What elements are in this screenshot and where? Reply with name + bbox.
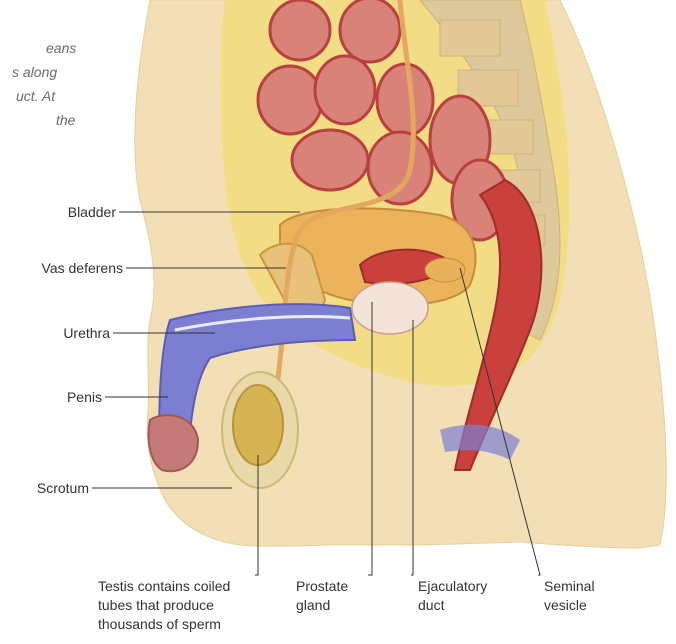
testis (233, 385, 283, 465)
intro-text: eans s along uct. At the (0, 36, 90, 132)
label-line: vesicle (544, 596, 595, 615)
label-line: Testis contains coiled (98, 577, 230, 596)
label-line: duct (418, 596, 487, 615)
label-line: thousands of sperm (98, 615, 230, 634)
label-line: tubes that produce (98, 596, 230, 615)
label-vas-deferens: Vas deferens (42, 260, 123, 276)
intro-line: the (0, 108, 90, 132)
label-prostate-gland: Prostate gland (296, 577, 348, 615)
intro-line: uct. At (0, 84, 90, 108)
seminal-vesicle (425, 258, 465, 282)
label-testis: Testis contains coiled tubes that produc… (98, 577, 230, 634)
glans (149, 415, 199, 471)
intro-line: eans (0, 36, 90, 60)
label-penis: Penis (67, 389, 102, 405)
label-bladder: Bladder (68, 204, 116, 220)
label-urethra: Urethra (63, 325, 110, 341)
label-line: gland (296, 596, 348, 615)
label-line: Prostate (296, 577, 348, 596)
label-line: Seminal (544, 577, 595, 596)
label-scrotum: Scrotum (37, 480, 89, 496)
label-line: Ejaculatory (418, 577, 487, 596)
label-seminal-vesicle: Seminal vesicle (544, 577, 595, 615)
intro-line: s along (0, 60, 90, 84)
prostate (352, 282, 428, 334)
label-ejaculatory-duct: Ejaculatory duct (418, 577, 487, 615)
